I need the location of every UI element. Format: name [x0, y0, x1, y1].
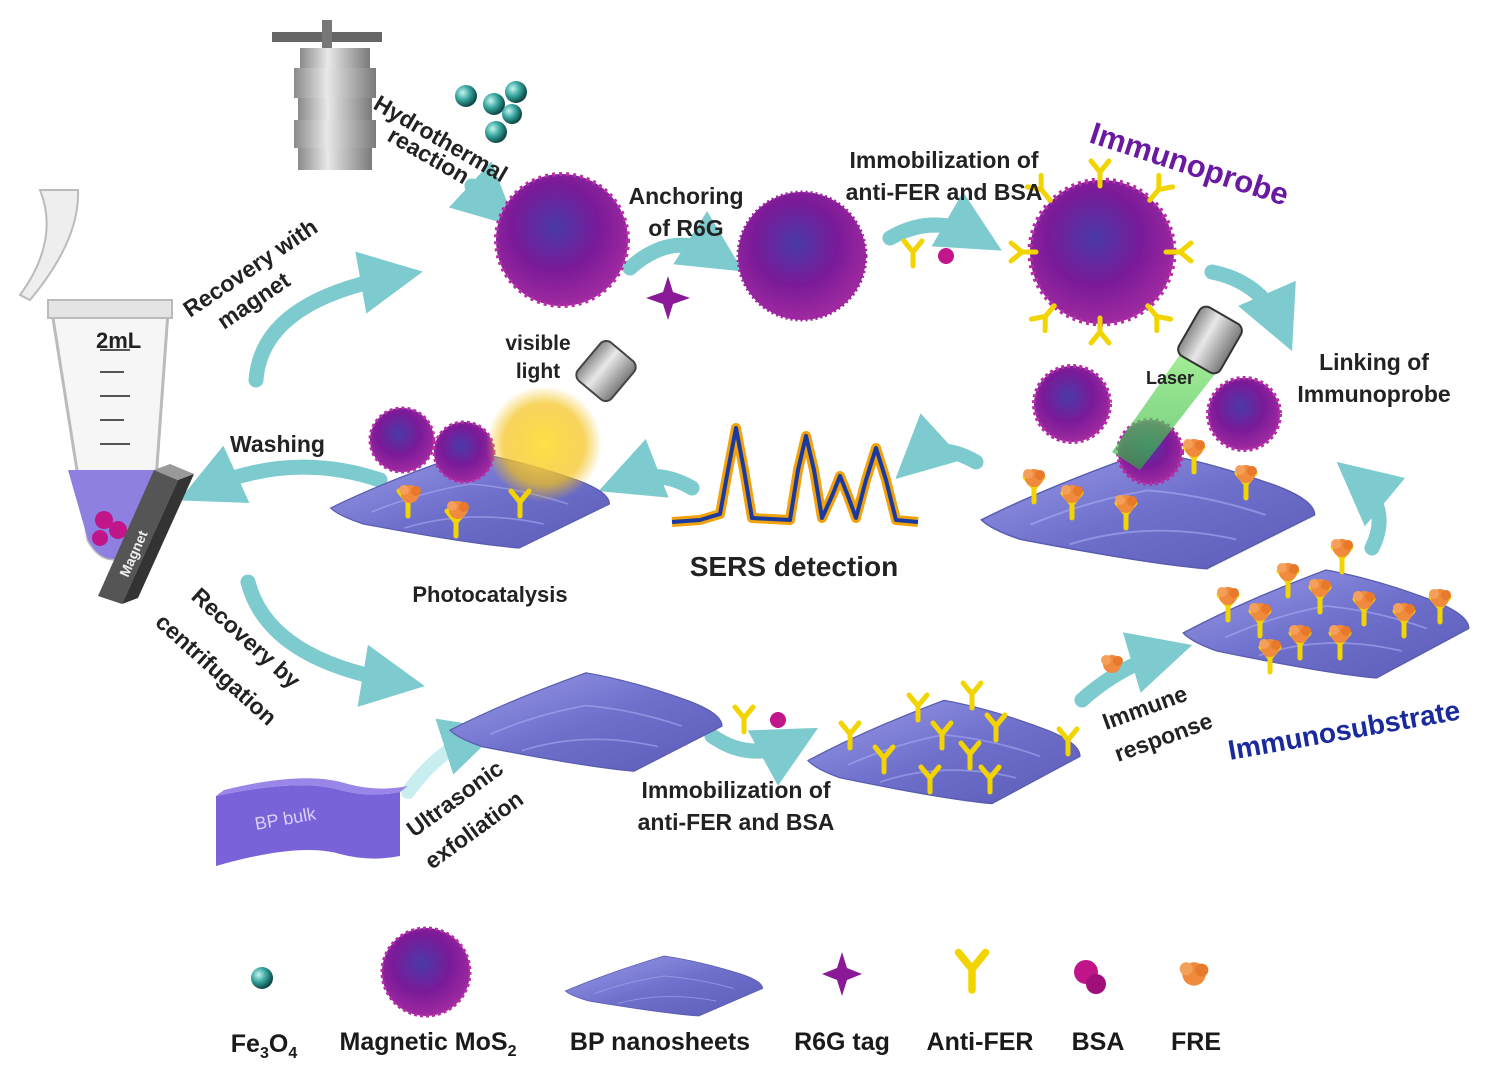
label-immob-top-2: anti-FER and BSA: [846, 179, 1043, 205]
label-washing: Washing: [230, 431, 325, 457]
antibody-sheet: [807, 683, 1081, 805]
legend-mos2-label: Magnetic MoS2: [340, 1028, 517, 1060]
process-arrows: [179, 161, 1406, 786]
arrow-immune: [1074, 632, 1193, 708]
sers-substrate: [980, 364, 1316, 570]
label-visible-light-2: light: [516, 360, 560, 383]
laser-beam: [1112, 305, 1243, 470]
magnetic-mos2-sphere: [494, 172, 630, 308]
legend-fre-label: FRE: [1171, 1028, 1221, 1056]
label-anchoring-2: of R6G: [648, 215, 723, 241]
arrow-anchoring: [622, 211, 744, 276]
magnet-bar: [98, 464, 194, 604]
arrow-immob-bottom: [704, 727, 819, 786]
anti-fer-icon-top: [904, 241, 922, 266]
label-immob-bottom-1: Immobilization of: [641, 777, 830, 803]
legend-fre-icon: [1179, 962, 1209, 986]
anti-fer-icon-bottom: [735, 707, 753, 732]
label-immunosubstrate: Immunosubstrate: [1226, 695, 1463, 766]
fe3o4-particles-top: [455, 81, 527, 143]
autoclave-icon: [272, 20, 382, 170]
legend-fe3o4-icon: [251, 967, 273, 989]
label-tube-volume: 2mL: [96, 328, 141, 353]
legend-bp-icon: [564, 955, 764, 1017]
arrow-from-substrate-to-sers: [895, 413, 984, 480]
legend-r6g-icon: [822, 952, 862, 996]
bsa-icon-top: [938, 248, 954, 264]
legend-mos2-icon: [380, 926, 472, 1018]
legend-bp-label: BP nanosheets: [570, 1028, 750, 1056]
label-linking-1: Linking of: [1319, 349, 1429, 375]
bsa-icon-bottom: [770, 712, 786, 728]
label-immob-top-1: Immobilization of: [849, 147, 1038, 173]
legend-bsa-label: BSA: [1072, 1028, 1125, 1056]
legend-r6g-label: R6G tag: [794, 1028, 890, 1056]
bp-bulk: [216, 778, 408, 866]
label-visible-light-1: visible: [505, 332, 570, 355]
arrow-to-sers-left: [598, 438, 700, 498]
r6g-anchored-sphere: [736, 190, 868, 322]
photocatalysis-substrate: [329, 386, 611, 549]
arrow-recovery-cent: [240, 574, 425, 707]
legend-fe3o4-label: Fe3O4: [231, 1030, 298, 1062]
label-anchoring-1: Anchoring: [629, 183, 744, 209]
arrow-washing: [179, 445, 388, 504]
arrow-immob-top: [882, 191, 1002, 251]
legend-antifer-icon: [959, 953, 986, 991]
arrow-hydrothermal: [448, 161, 517, 228]
arrow-linking: [1204, 264, 1296, 352]
label-immob-bottom-2: anti-FER and BSA: [638, 809, 835, 835]
legend: Fe3O4 Magnetic MoS2 BP nanosheets R6G ta…: [231, 926, 1221, 1062]
arrow-recovery-magnet: [248, 251, 423, 388]
r6g-tag-top: [646, 276, 690, 320]
immunoprobe: [1011, 161, 1191, 343]
sers-spectrum: [671, 423, 919, 527]
label-linking-2: Immunoprobe: [1297, 381, 1450, 407]
label-sers-detection: SERS detection: [690, 551, 898, 582]
light-lamp-icon: [575, 339, 637, 403]
arrow-substrate-up: [1336, 461, 1406, 556]
legend-bsa-icon: [1074, 960, 1106, 994]
centrifuge-tube: [18, 189, 173, 561]
visible-light-glow: [486, 386, 602, 502]
legend-antifer-label: Anti-FER: [927, 1028, 1034, 1056]
label-laser: Laser: [1146, 368, 1194, 388]
label-photocatalysis: Photocatalysis: [412, 582, 567, 607]
